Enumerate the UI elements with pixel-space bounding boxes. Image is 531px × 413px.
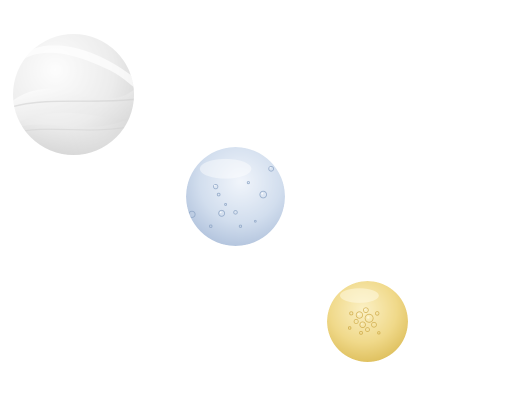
golden-serum-image: [327, 281, 408, 362]
clear-gel-image: [186, 147, 285, 246]
golden-serum-swatch: [327, 281, 408, 362]
silk-fabric-image: [13, 34, 134, 155]
silk-fabric-swatch: [13, 34, 134, 155]
clear-gel-swatch: [186, 147, 285, 246]
